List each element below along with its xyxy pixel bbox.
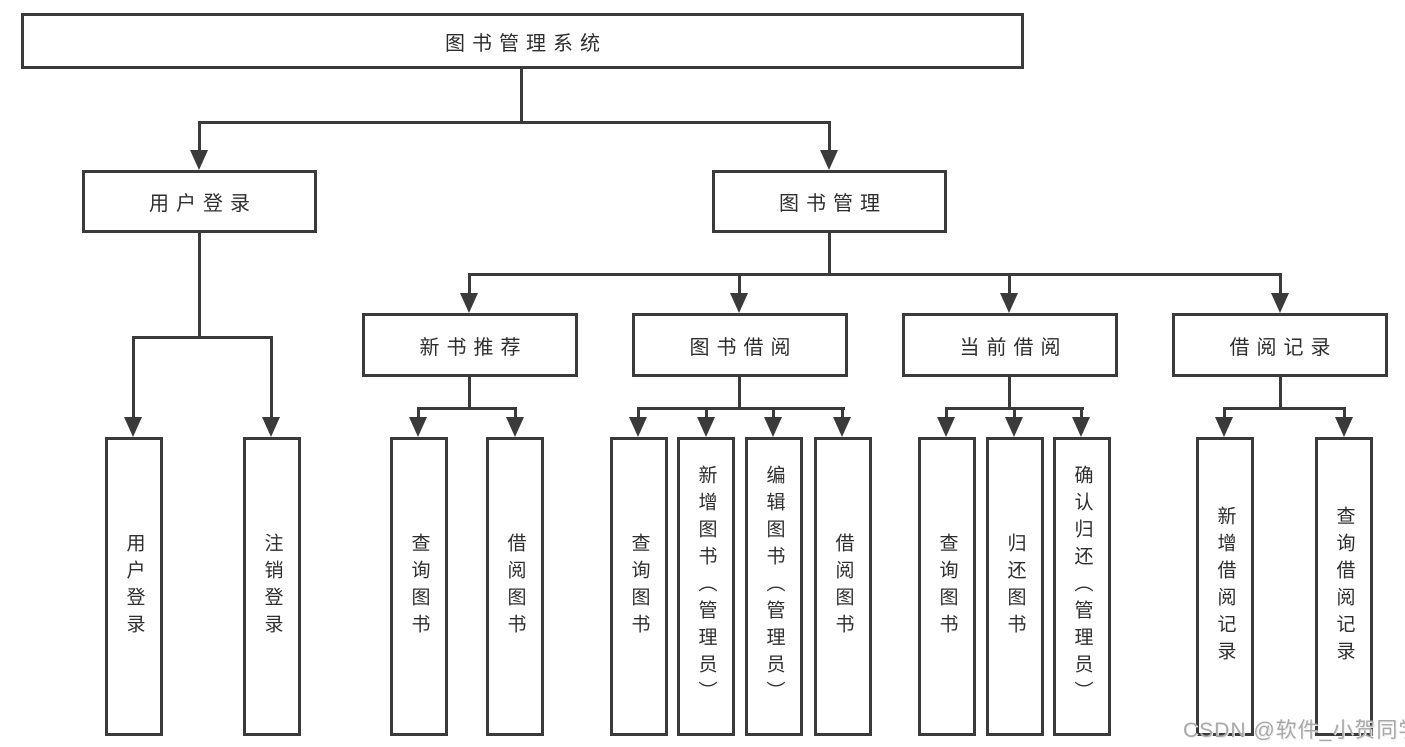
leaf-edit-book-admin: 编辑图书（管理员） xyxy=(745,437,803,736)
arrowhead xyxy=(1000,293,1018,313)
arrowhead xyxy=(1335,417,1353,437)
leaf-add-book-admin: 新增图书（管理员） xyxy=(677,437,735,736)
connector-line xyxy=(637,407,845,410)
leaf-borrow-books-recommend-label: 借阅图书 xyxy=(504,532,526,641)
csdn-watermark: CSDN @软件_小贺同学 xyxy=(1183,719,1405,742)
connector-line xyxy=(468,273,471,295)
arrowhead xyxy=(262,417,280,437)
node-new-book-recommendation-label: 新书推荐 xyxy=(419,336,528,359)
connector-line xyxy=(514,407,517,419)
arrowhead xyxy=(833,417,851,437)
connector-line xyxy=(1223,407,1226,419)
connector-line xyxy=(828,121,831,153)
node-book-borrowing-label: 图书借阅 xyxy=(689,336,798,359)
arrowhead xyxy=(697,417,715,437)
arrowhead xyxy=(1215,417,1233,437)
leaf-return-book: 归还图书 xyxy=(986,437,1044,736)
arrowhead xyxy=(124,417,142,437)
leaf-query-books-recommend: 查询图书 xyxy=(390,437,448,736)
leaf-query-books-recommend-label: 查询图书 xyxy=(408,532,430,641)
arrowhead xyxy=(460,293,478,313)
node-book-management: 图书管理 xyxy=(712,170,947,233)
leaf-add-book-admin-label: 新增图书（管理员） xyxy=(695,465,717,708)
connector-line xyxy=(637,407,640,419)
node-borrowing-records-label: 借阅记录 xyxy=(1229,336,1338,359)
connector-line xyxy=(1080,407,1083,419)
connector-line xyxy=(841,407,844,419)
connector-line xyxy=(1279,273,1282,295)
connector-line xyxy=(198,233,201,339)
leaf-query-books-current-label: 查询图书 xyxy=(936,532,958,641)
connector-line xyxy=(1013,407,1016,419)
connector-line xyxy=(828,233,831,276)
connector-line xyxy=(468,273,1282,276)
arrowhead xyxy=(764,417,782,437)
connector-line xyxy=(270,336,273,419)
connector-line xyxy=(1279,377,1282,410)
node-book-borrowing: 图书借阅 xyxy=(632,313,848,377)
connector-line xyxy=(132,336,273,339)
leaf-logout-label: 注销登录 xyxy=(261,532,283,641)
leaf-logout: 注销登录 xyxy=(243,437,301,736)
leaf-user-login-label: 用户登录 xyxy=(123,532,145,641)
arrowhead xyxy=(409,417,427,437)
connector-line xyxy=(1223,407,1346,410)
node-user-login: 用户登录 xyxy=(82,170,317,233)
leaf-query-books-borrow-label: 查询图书 xyxy=(628,532,650,641)
connector-line xyxy=(132,336,135,419)
connector-line xyxy=(1343,407,1346,419)
node-root: 图书管理系统 xyxy=(21,13,1024,69)
leaf-borrow-books-recommend: 借阅图书 xyxy=(486,437,544,736)
connector-line xyxy=(1008,273,1011,295)
connector-line xyxy=(738,377,741,410)
leaf-confirm-return-admin: 确认归还（管理员） xyxy=(1053,437,1111,736)
leaf-add-borrow-record: 新增借阅记录 xyxy=(1196,437,1254,736)
node-borrowing-records: 借阅记录 xyxy=(1172,313,1388,377)
leaf-borrow-books-label: 借阅图书 xyxy=(832,532,854,641)
connector-line xyxy=(1008,377,1011,410)
connector-line xyxy=(198,121,201,153)
connector-line xyxy=(520,69,523,124)
arrowhead xyxy=(730,293,748,313)
arrowhead xyxy=(190,150,208,170)
leaf-return-book-label: 归还图书 xyxy=(1004,532,1026,641)
leaf-query-books-borrow: 查询图书 xyxy=(610,437,668,736)
leaf-edit-book-admin-label: 编辑图书（管理员） xyxy=(763,465,785,708)
node-current-borrowing: 当前借阅 xyxy=(902,313,1118,377)
connector-line xyxy=(198,121,831,124)
node-book-management-label: 图书管理 xyxy=(779,193,887,215)
node-root-label: 图书管理系统 xyxy=(445,32,607,55)
node-user-login-label: 用户登录 xyxy=(149,193,257,215)
leaf-query-borrow-record: 查询借阅记录 xyxy=(1315,437,1373,736)
leaf-user-login: 用户登录 xyxy=(105,437,163,736)
leaf-borrow-books: 借阅图书 xyxy=(814,437,872,736)
connector-line xyxy=(945,407,948,419)
leaf-query-books-current: 查询图书 xyxy=(918,437,976,736)
leaf-confirm-return-admin-label: 确认归还（管理员） xyxy=(1071,465,1093,708)
connector-line xyxy=(738,273,741,295)
connector-line xyxy=(417,407,517,410)
connector-line xyxy=(705,407,708,419)
node-current-borrowing-label: 当前借阅 xyxy=(959,336,1068,359)
arrowhead xyxy=(937,417,955,437)
node-new-book-recommendation: 新书推荐 xyxy=(362,313,578,377)
leaf-query-borrow-record-label: 查询借阅记录 xyxy=(1333,505,1355,668)
arrowhead xyxy=(1072,417,1090,437)
arrowhead xyxy=(820,150,838,170)
arrowhead xyxy=(1005,417,1023,437)
connector-line xyxy=(772,407,775,419)
leaf-add-borrow-record-label: 新增借阅记录 xyxy=(1214,505,1236,668)
connector-line xyxy=(468,377,471,410)
arrowhead xyxy=(1271,293,1289,313)
arrowhead xyxy=(506,417,524,437)
arrowhead xyxy=(629,417,647,437)
connector-line xyxy=(417,407,420,419)
